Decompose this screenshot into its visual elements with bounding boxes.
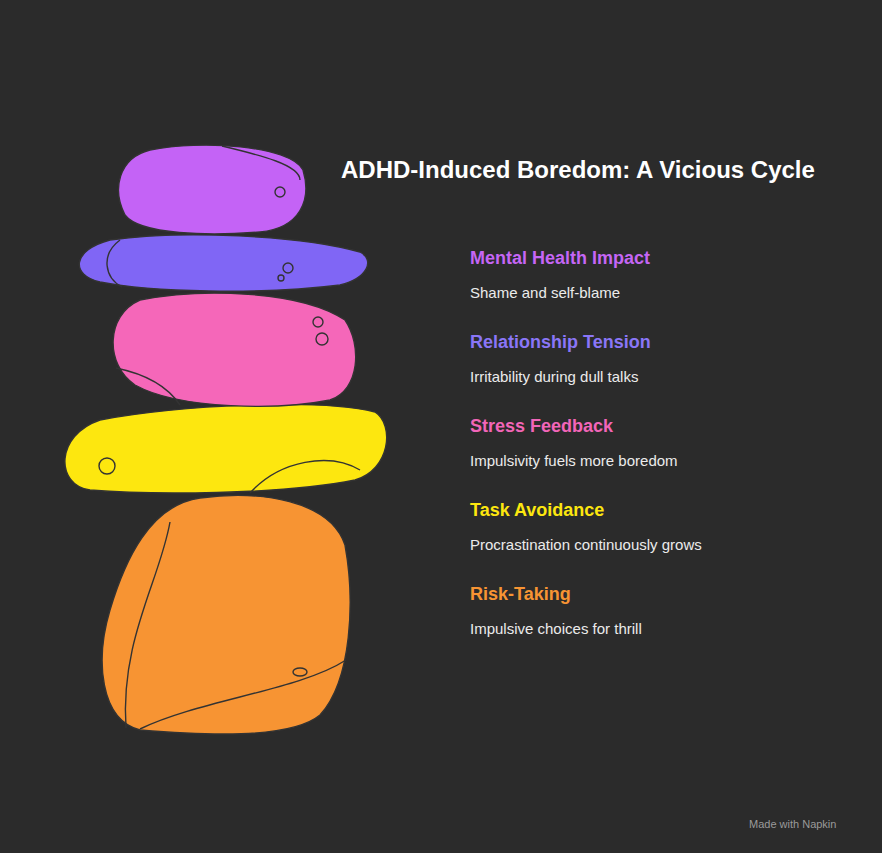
stone-dot bbox=[316, 333, 328, 345]
stone-yellow bbox=[65, 404, 387, 493]
cycle-item: Stress FeedbackImpulsivity fuels more bo… bbox=[470, 415, 678, 470]
item-heading: Task Avoidance bbox=[470, 499, 702, 521]
stone-line bbox=[140, 660, 346, 729]
stone-dot bbox=[275, 187, 285, 197]
stone-line bbox=[250, 461, 360, 493]
stone-blue bbox=[79, 235, 367, 291]
item-heading: Stress Feedback bbox=[470, 415, 678, 437]
item-description: Irritability during dull talks bbox=[470, 368, 651, 386]
item-heading: Relationship Tension bbox=[470, 331, 651, 353]
stone-dot bbox=[99, 458, 115, 474]
item-description: Procrastination continuously grows bbox=[470, 536, 702, 554]
cycle-item: Mental Health ImpactShame and self-blame bbox=[470, 247, 650, 302]
stone-dot bbox=[293, 668, 307, 676]
item-heading: Mental Health Impact bbox=[470, 247, 650, 269]
stone-line bbox=[125, 522, 170, 728]
diagram-title: ADHD-Induced Boredom: A Vicious Cycle bbox=[341, 156, 815, 184]
item-description: Impulsive choices for thrill bbox=[470, 620, 642, 638]
item-heading: Risk-Taking bbox=[470, 583, 642, 605]
item-description: Impulsivity fuels more boredom bbox=[470, 452, 678, 470]
stone-dot bbox=[278, 275, 284, 281]
stone-dot bbox=[283, 263, 293, 273]
stone-pink bbox=[113, 293, 356, 406]
stone-line bbox=[107, 240, 122, 287]
cycle-item: Relationship TensionIrritability during … bbox=[470, 331, 651, 386]
cycle-item: Task AvoidanceProcrastination continuous… bbox=[470, 499, 702, 554]
cycle-item: Risk-TakingImpulsive choices for thrill bbox=[470, 583, 642, 638]
item-description: Shame and self-blame bbox=[470, 284, 650, 302]
watermark: Made with Napkin bbox=[749, 818, 836, 831]
stone-dot bbox=[313, 317, 323, 327]
stone-orange bbox=[102, 495, 350, 734]
stone-line bbox=[116, 368, 180, 405]
stone-line bbox=[222, 146, 300, 180]
stone-purple bbox=[119, 145, 306, 234]
